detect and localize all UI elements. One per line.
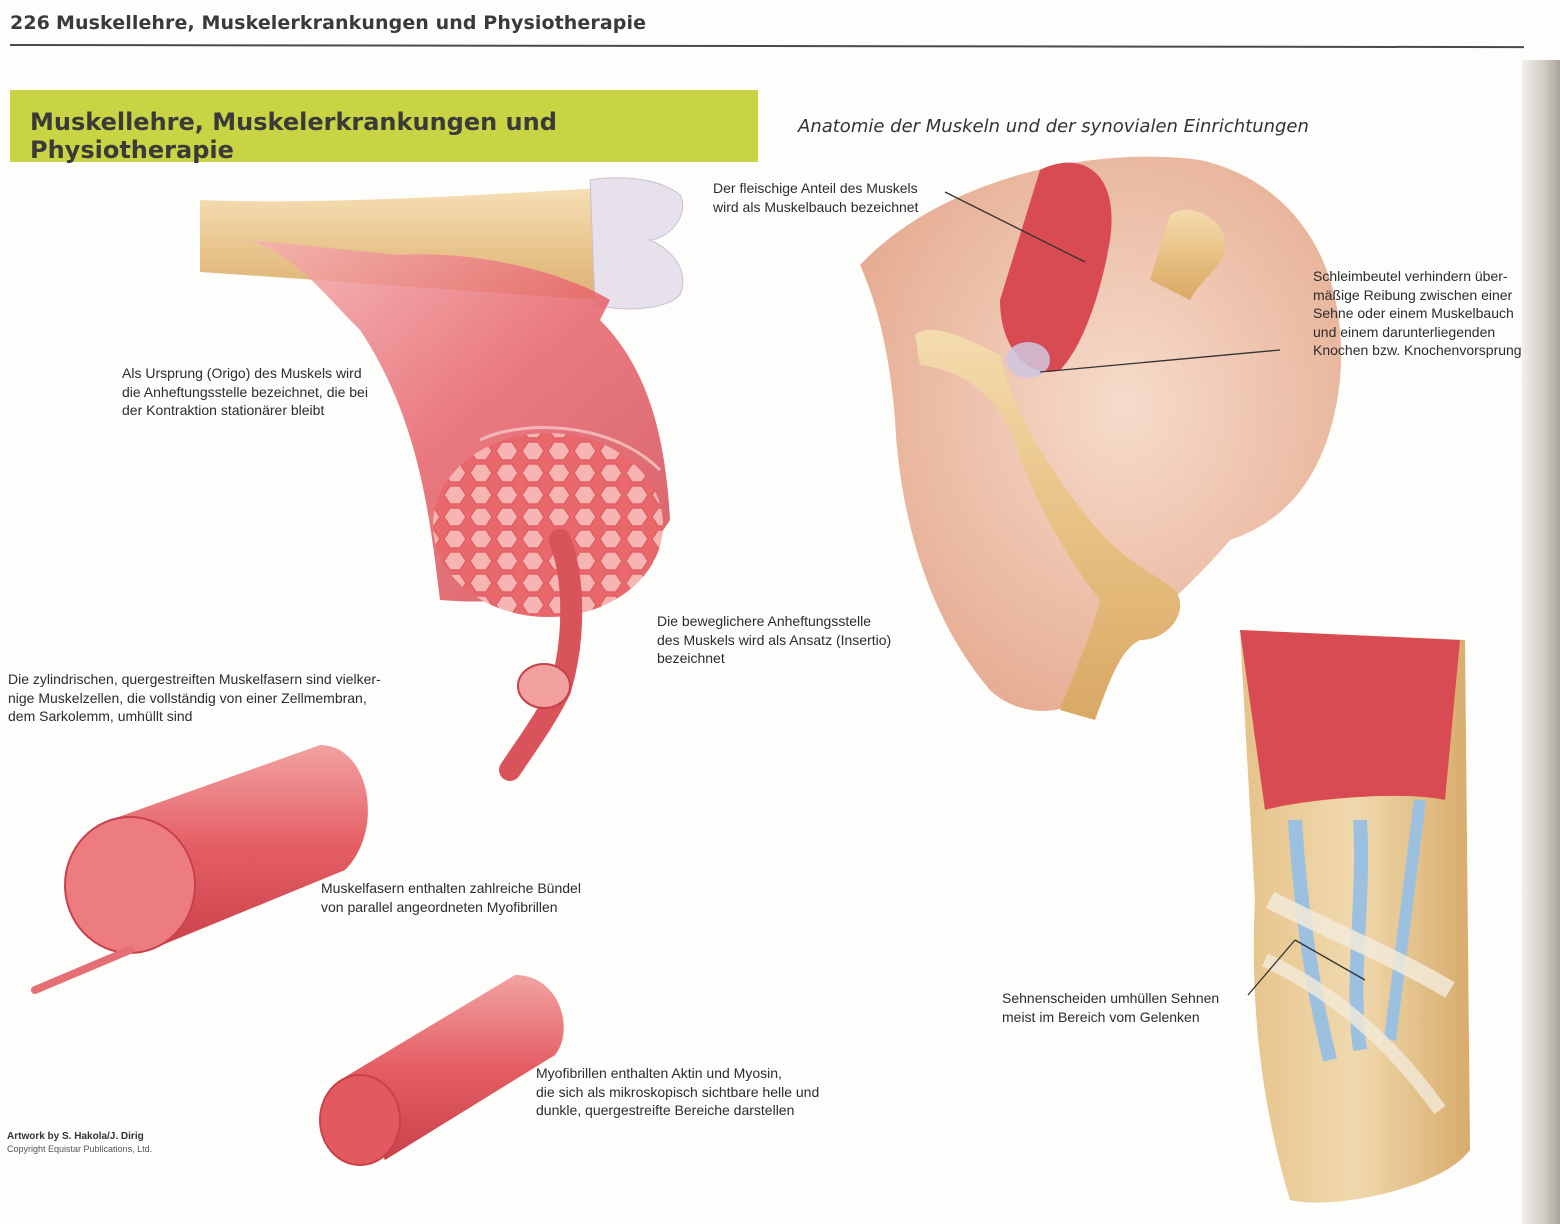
lower-leg-illustration [1240,630,1470,1203]
label-ansatz: Die beweglichere Anheftungsstelle des Mu… [657,613,892,666]
leader-schleimbeutel [1039,349,1281,373]
limb-illustration [860,156,1342,720]
page-gutter-shadow [1522,60,1560,1224]
leader-muskelbauch [944,191,1086,263]
leader-sehnenscheiden-b [1294,939,1366,981]
leader-lines [944,191,1366,996]
label-schleimbeutel: Schleimbeutel verhindern über- mäßige Re… [1313,268,1522,358]
muscle-belly-illustration [250,240,670,617]
artwork-credit-copyright: Copyright Equistar Publications, Ltd. [7,1144,153,1154]
label-muskelbauch: Der fleischige Anteil des Muskels wird a… [713,180,919,215]
artwork-credit: Artwork by S. Hakola/J. Dirig Copyright … [7,1131,152,1155]
myofibril-cylinder [319,975,564,1166]
running-title: Muskellehre, Muskelerkrankungen und Phys… [55,12,647,34]
label-sehnenscheiden: Sehnenscheiden umhüllen Sehnen meist im … [1002,990,1220,1025]
section-title: Anatomie der Muskeln und der synovialen … [798,116,1309,137]
label-aktin-myosin: Myofibrillen enthalten Aktin und Myosin,… [536,1065,820,1118]
single-fiber-illustration [499,529,583,781]
label-myofibrillen-buendel: Muskelfasern enthalten zahlreiche Bündel… [321,880,581,915]
label-ursprung: Als Ursprung (Origo) des Muskels wird di… [122,365,368,418]
chapter-title: Muskellehre, Muskelerkrankungen und Phys… [30,108,557,164]
muscle-fiber-cylinder [31,745,368,994]
label-muskelfasern: Die zylindrischen, quergestreiften Muske… [8,671,381,724]
artwork-credit-name: Artwork by S. Hakola/J. Dirig [7,1131,144,1142]
page-number: 226 [10,12,50,34]
leader-sehnenscheiden-a [1247,939,1296,996]
title-box: Muskellehre, Muskelerkrankungen und Phys… [10,90,758,164]
anatomy-illustrations [31,156,1470,1203]
